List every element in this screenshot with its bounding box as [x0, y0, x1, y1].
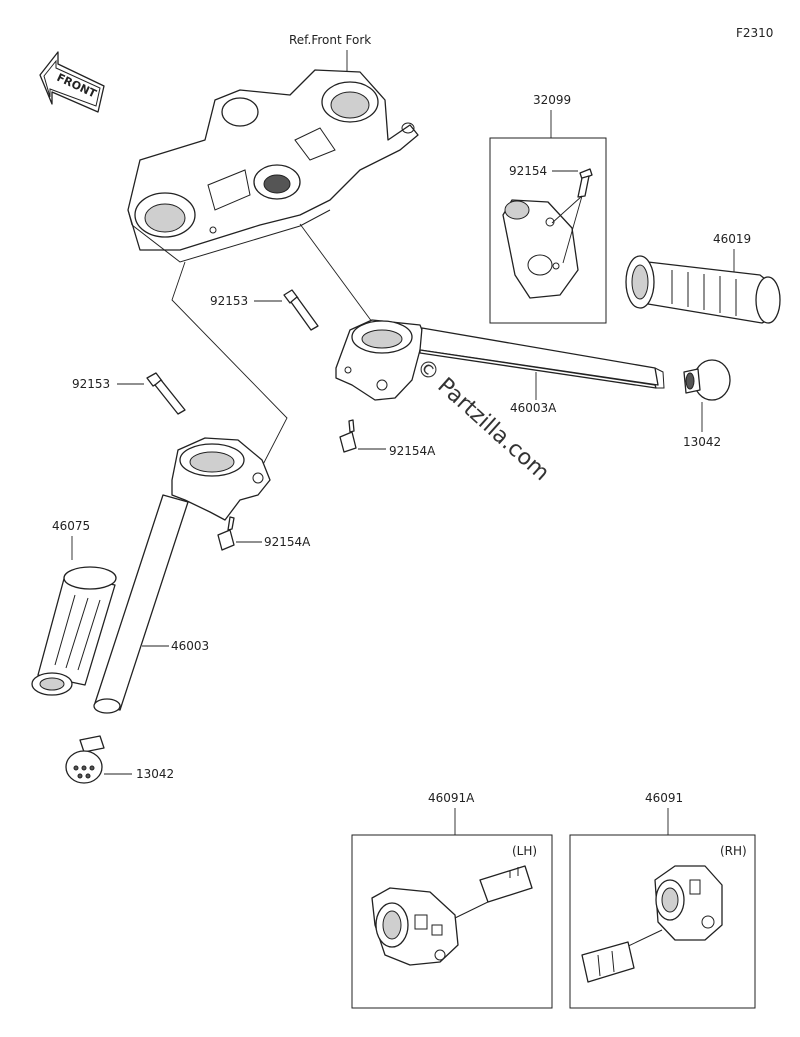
part-label-92153-left: 92153 — [72, 377, 110, 391]
clamp-left — [171, 437, 271, 521]
throttle-housing — [502, 199, 579, 299]
handlebar-46003A — [419, 327, 665, 389]
part-label-46091A: 46091A — [428, 791, 475, 805]
part-label-92154A-right: 92154A — [389, 444, 436, 458]
part-label-32099: 32099 — [533, 93, 571, 107]
part-label-92154: 92154 — [509, 164, 547, 178]
box-32099 — [489, 137, 607, 324]
screw-92154 — [577, 168, 593, 198]
switch-housing-lh — [371, 865, 533, 966]
switch-housing-rh — [581, 865, 723, 983]
part-label-92153-upper: 92153 — [210, 294, 248, 308]
bolt-92153-upper — [283, 289, 319, 331]
screw-92154A-left — [217, 516, 235, 551]
handlebar-46003 — [93, 494, 189, 714]
diagram-code: F2310 — [736, 26, 773, 40]
side-label-rh: (RH) — [720, 844, 747, 858]
front-direction-arrow: FRONT — [39, 51, 105, 113]
part-label-13042-left: 13042 — [136, 767, 174, 781]
bolt-92153-left — [146, 372, 186, 415]
part-label-46091: 46091 — [645, 791, 683, 805]
clamp-right — [335, 319, 425, 401]
ref-front-fork-label: Ref.Front Fork — [289, 33, 371, 47]
bar-end-13042-left — [65, 735, 105, 784]
bar-end-13042-right — [683, 359, 731, 401]
grip-46075 — [31, 566, 117, 696]
part-label-46003: 46003 — [171, 639, 209, 653]
side-label-lh: (LH) — [512, 844, 537, 858]
part-label-46075: 46075 — [52, 519, 90, 533]
watermark: © Partzilla.com — [411, 354, 554, 486]
box-46091A — [351, 834, 553, 1009]
box-46091 — [569, 834, 756, 1009]
screw-92154A-right — [339, 419, 357, 453]
grip-46019 — [625, 255, 781, 324]
part-label-13042-right: 13042 — [683, 435, 721, 449]
part-label-46003A: 46003A — [510, 401, 557, 415]
part-label-92154A-left: 92154A — [264, 535, 311, 549]
upper-triple-clamp — [127, 69, 419, 263]
part-label-46019: 46019 — [713, 232, 751, 246]
